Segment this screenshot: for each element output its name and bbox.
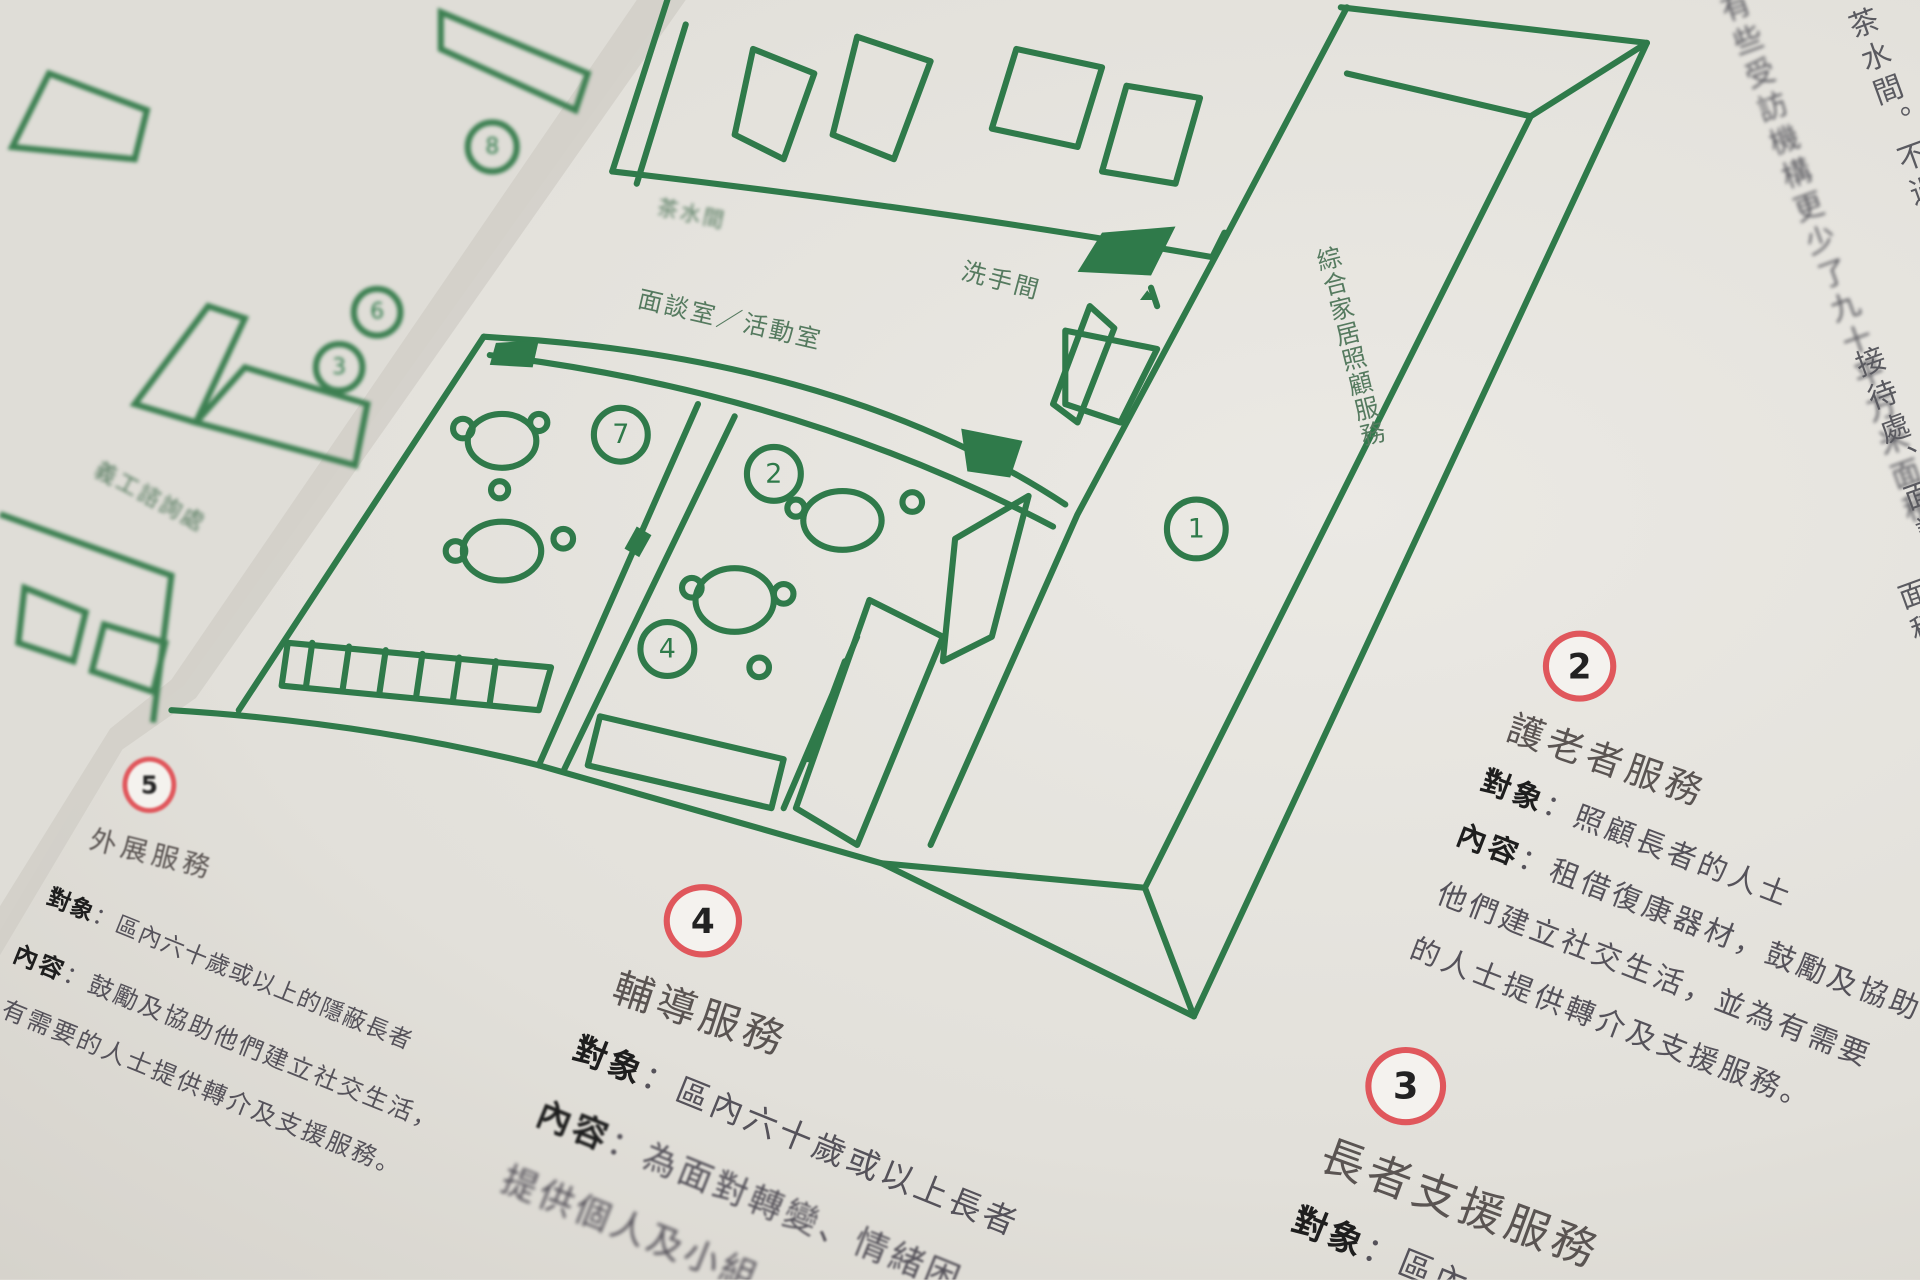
plan-marker-2: 2 xyxy=(765,458,782,489)
plan-marker-3: 3 xyxy=(332,355,346,380)
inner-wall xyxy=(1141,39,1651,1020)
plan-marker-8: 8 xyxy=(485,134,499,159)
service-number-badge: 3 xyxy=(1365,1046,1447,1126)
page-fold-shadow xyxy=(0,0,686,956)
service-number-badge: 2 xyxy=(1542,630,1617,702)
plan-marker-1: 1 xyxy=(1188,513,1205,544)
base-wall xyxy=(168,707,1197,1020)
plan-marker-4: 4 xyxy=(659,633,676,664)
service-number-badge: 5 xyxy=(122,756,177,814)
service-number-badge: 4 xyxy=(663,884,743,958)
corridor-wall xyxy=(927,4,1351,848)
room-top-inner xyxy=(486,352,1057,530)
plan-marker-7: 7 xyxy=(612,419,629,450)
plan-marker-6: 6 xyxy=(370,300,384,325)
